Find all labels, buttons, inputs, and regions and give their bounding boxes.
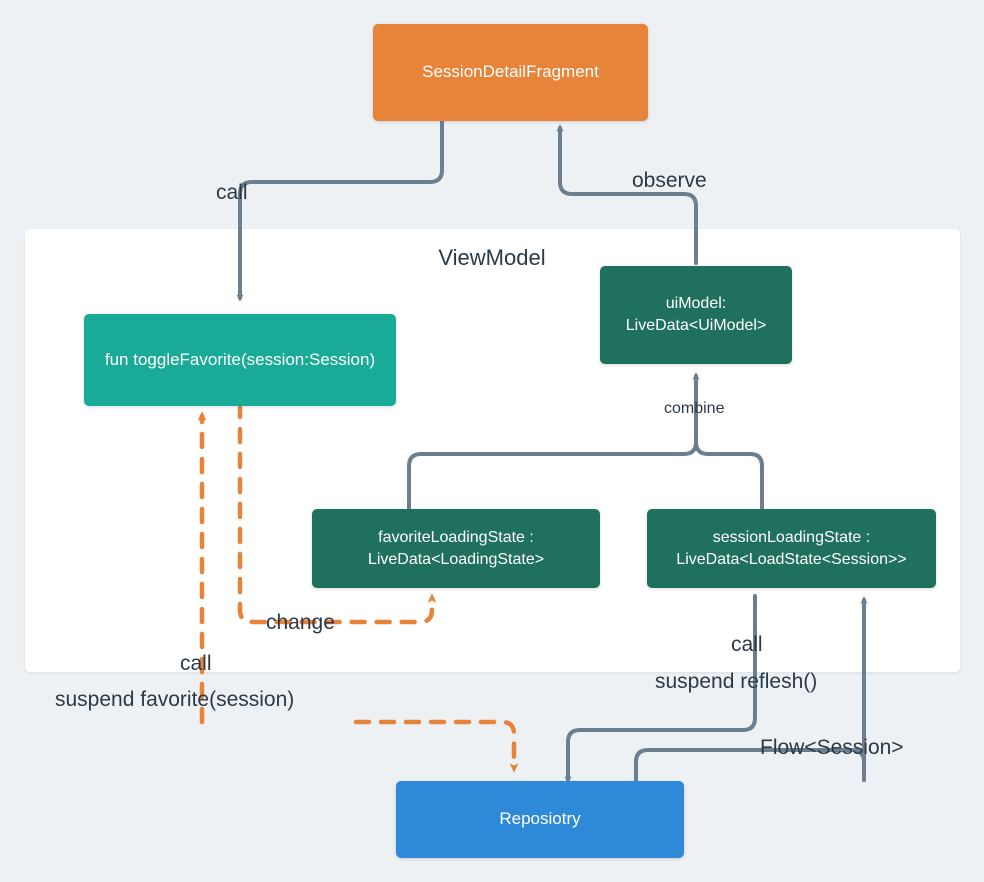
edge-label-call-favorite: call: [180, 652, 212, 675]
node-favorite-loading-state[interactable]: favoriteLoadingState : LiveData<LoadingS…: [312, 509, 600, 588]
node-session-loading-state[interactable]: sessionLoadingState : LiveData<LoadState…: [647, 509, 936, 588]
edge-label-suspend-reflesh: suspend reflesh(): [655, 670, 818, 693]
edge-label-flow-session: Flow<Session>: [760, 736, 904, 759]
viewmodel-container-title: ViewModel: [438, 245, 546, 270]
node-repository[interactable]: Reposiotry: [396, 781, 684, 858]
node-ui-model-livedata[interactable]: uiModel: LiveData<UiModel>: [600, 266, 792, 364]
edge-label-combine: combine: [664, 400, 725, 417]
edge-label-observe: observe: [632, 169, 707, 192]
node-session-detail-fragment[interactable]: SessionDetailFragment: [373, 24, 648, 121]
edge-label-suspend-favorite: suspend favorite(session): [55, 688, 295, 711]
node-toggle-favorite-function[interactable]: fun toggleFavorite(session:Session): [84, 314, 396, 406]
edge-togglefavorite-to-repository: [353, 719, 519, 773]
edge-label-call-reflesh: call: [731, 633, 763, 656]
viewmodel-container: [25, 229, 960, 672]
edge-label-call-toggle: call: [216, 181, 248, 204]
edge-label-change: change: [266, 611, 335, 634]
